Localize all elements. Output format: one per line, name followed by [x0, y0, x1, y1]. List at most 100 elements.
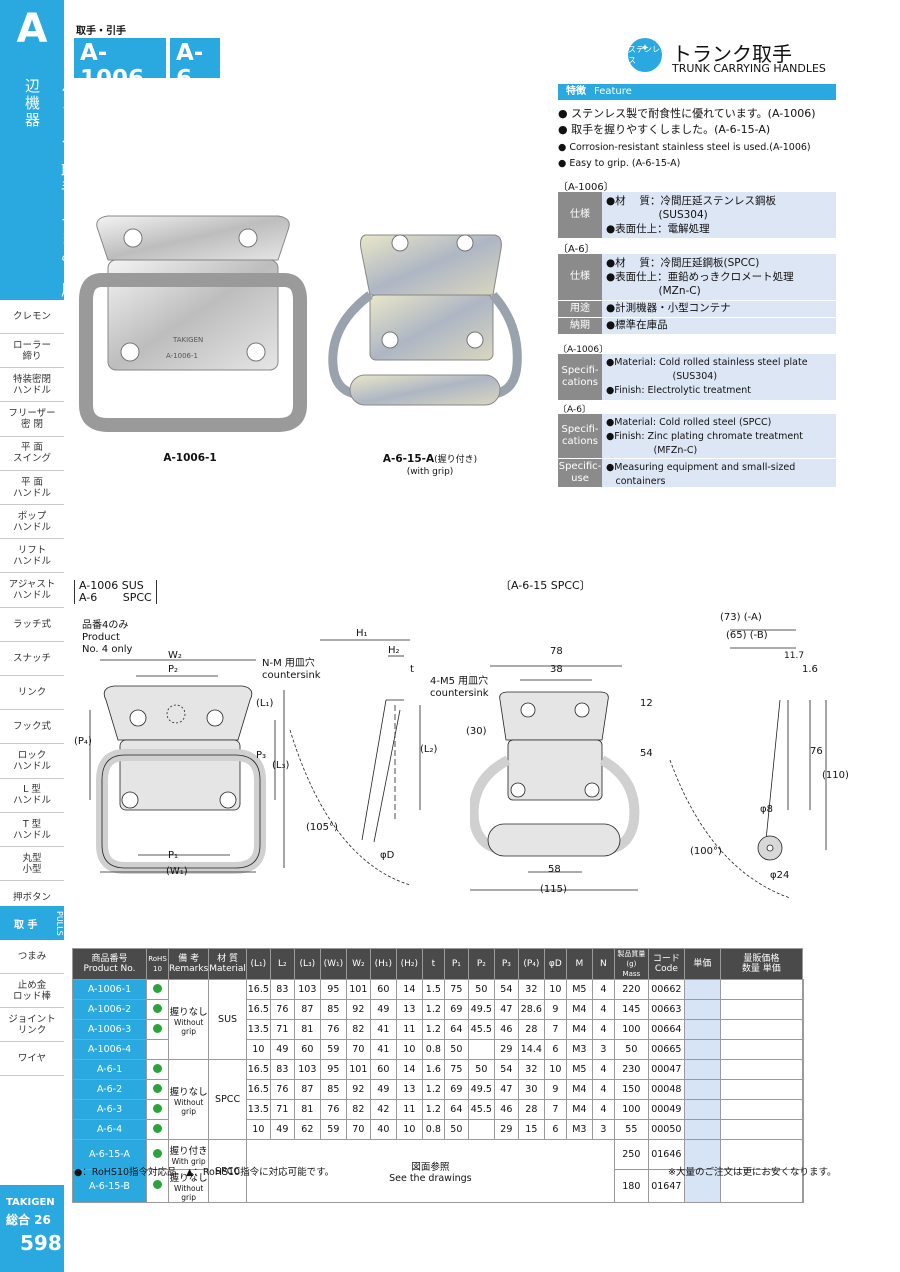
dim-58: 58: [548, 864, 561, 875]
sidebar-item[interactable]: 特装密閉 ハンドル: [0, 368, 64, 403]
sidebar-item[interactable]: リンク: [0, 676, 64, 711]
value-cell: 62: [293, 1119, 321, 1140]
value-cell: 10: [543, 1059, 567, 1080]
code-box-a1006: A-1006 ステンレス製: [74, 38, 166, 101]
value-cell: 64: [443, 1019, 469, 1040]
value-cell: 45.5: [467, 1019, 495, 1040]
sidebar-item[interactable]: リフト ハンドル: [0, 539, 64, 574]
value-cell: 00665: [647, 1039, 685, 1060]
th-unit-price: 単価: [683, 948, 721, 980]
stainless-badge: ✦ ステンレス: [628, 38, 662, 72]
value-cell: 87: [293, 1079, 321, 1100]
dim-l2: (L₂): [420, 744, 438, 755]
value-cell: 1.2: [421, 999, 445, 1020]
sidebar-item[interactable]: 丸型 小型: [0, 847, 64, 882]
volume-price-cell: [801, 1099, 804, 1120]
value-cell: 29: [493, 1039, 519, 1060]
sidebar-item[interactable]: 平 面 ハンドル: [0, 471, 64, 505]
mass-cell: 250: [613, 1139, 649, 1170]
unit-price-cell: [683, 1039, 721, 1060]
value-cell: 30: [517, 1079, 545, 1100]
value-cell: 13.5: [245, 1019, 271, 1040]
spec-row-a6: 仕様 ●材 質：冷間圧延鋼板(SPCC) ●表面仕上：亜鉛めっきクロメート処理 …: [558, 254, 836, 300]
value-cell: 50: [467, 1059, 495, 1080]
dim-65: (65) (-B): [726, 630, 768, 641]
sidebar-item[interactable]: スナッチ: [0, 642, 64, 676]
dim-76: 76: [810, 746, 823, 757]
value-cell: 87: [293, 999, 321, 1020]
volume-price-cell: [801, 1079, 804, 1100]
product-code: A-6: [176, 40, 204, 92]
table-header-row: 商品番号 Product No. RoHS 10 備 考 Remarks 材 質…: [72, 948, 804, 980]
value-cell: 3: [591, 1039, 615, 1060]
value-cell: 14.4: [517, 1039, 545, 1060]
dim-h2: H₂: [388, 645, 400, 656]
sidebar-item[interactable]: フック式: [0, 710, 64, 745]
value-cell: 95: [319, 1059, 347, 1080]
volume-qty-cell: [719, 979, 803, 1000]
th-remarks: 備 考 Remarks: [167, 948, 210, 980]
value-cell: 0.8: [421, 1039, 445, 1060]
value-cell: 00662: [647, 979, 685, 1000]
value-cell: 00663: [647, 999, 685, 1020]
value-cell: 13: [395, 1079, 423, 1100]
value-cell: 28: [517, 1019, 545, 1040]
sidebar-item[interactable]: クレモン: [0, 300, 64, 334]
value-cell: 103: [293, 1059, 321, 1080]
sidebar-item[interactable]: ジョイント リンク: [0, 1008, 64, 1042]
value-cell: 40: [369, 1119, 397, 1140]
value-cell: [467, 1039, 495, 1060]
sidebar-item[interactable]: アジャスト ハンドル: [0, 574, 64, 608]
value-cell: 47: [493, 1079, 519, 1100]
dim-p1: P₁: [168, 850, 179, 861]
unit-price-cell: [683, 1169, 721, 1203]
spec-label: 仕様: [558, 254, 602, 300]
sidebar-item[interactable]: つまみ: [0, 940, 64, 974]
volume-qty-cell: [719, 1099, 803, 1120]
value-cell: 83: [269, 1059, 295, 1080]
sidebar-item[interactable]: L 型 ハンドル: [0, 779, 64, 813]
code-cell: 01647: [647, 1169, 685, 1203]
rohs-cell: [146, 1039, 169, 1060]
value-cell: 92: [345, 999, 371, 1020]
value-cell: 41: [369, 1039, 397, 1060]
sidebar-pulls-en: PULLS: [55, 910, 64, 936]
value-cell: 46: [493, 1019, 519, 1040]
value-cell: 4: [591, 979, 615, 1000]
value-cell: 59: [319, 1119, 347, 1140]
feature-text: Corrosion-resistant stainless steel is u…: [569, 142, 811, 153]
sidebar-item[interactable]: ラッチ式: [0, 608, 64, 642]
value-cell: 50: [443, 1119, 469, 1140]
value-cell: 1.6: [421, 1059, 445, 1080]
rohs-dot-icon: [153, 1003, 162, 1013]
th-h1: (H₁): [369, 948, 397, 980]
sidebar-item-pulls-active[interactable]: 取 手: [0, 906, 64, 940]
value-cell: 64: [443, 1099, 469, 1120]
value-cell: 4: [591, 1099, 615, 1120]
sidebar-item[interactable]: T 型 ハンドル: [0, 813, 64, 847]
spec-row-en-a6: Specifi- cations ●Material: Cold rolled …: [558, 414, 836, 458]
rohs-cell: [146, 1019, 169, 1040]
dim-angle-right: (100°): [690, 846, 722, 857]
product-no-cell: A-1006-1: [72, 979, 147, 1000]
rohs-dot-icon: [153, 1180, 162, 1189]
sidebar-item[interactable]: ロック ハンドル: [0, 745, 64, 779]
product-no-cell: A-6-15-B: [72, 1169, 147, 1203]
sidebar-item[interactable]: ポップ ハンドル: [0, 505, 64, 540]
value-cell: 28.6: [517, 999, 545, 1020]
value-cell: 1.2: [421, 1079, 445, 1100]
sidebar-item[interactable]: 止め金 ロッド棒: [0, 974, 64, 1008]
value-cell: 11: [395, 1099, 423, 1120]
sidebar-item[interactable]: ワイヤ: [0, 1042, 64, 1076]
value-cell: 42: [369, 1099, 397, 1120]
value-cell: 49.5: [467, 1079, 495, 1100]
sidebar-item[interactable]: 平 面 スイング: [0, 437, 64, 471]
dim-78: 78: [550, 646, 563, 657]
unit-price-cell: [683, 1059, 721, 1080]
value-cell: 49: [269, 1119, 295, 1140]
sidebar-item[interactable]: ローラー 締り: [0, 334, 64, 369]
sidebar-item[interactable]: フリーザー 密 閉: [0, 403, 64, 437]
dim-w2: W₂: [168, 650, 182, 661]
value-cell: 1.2: [421, 1019, 445, 1040]
